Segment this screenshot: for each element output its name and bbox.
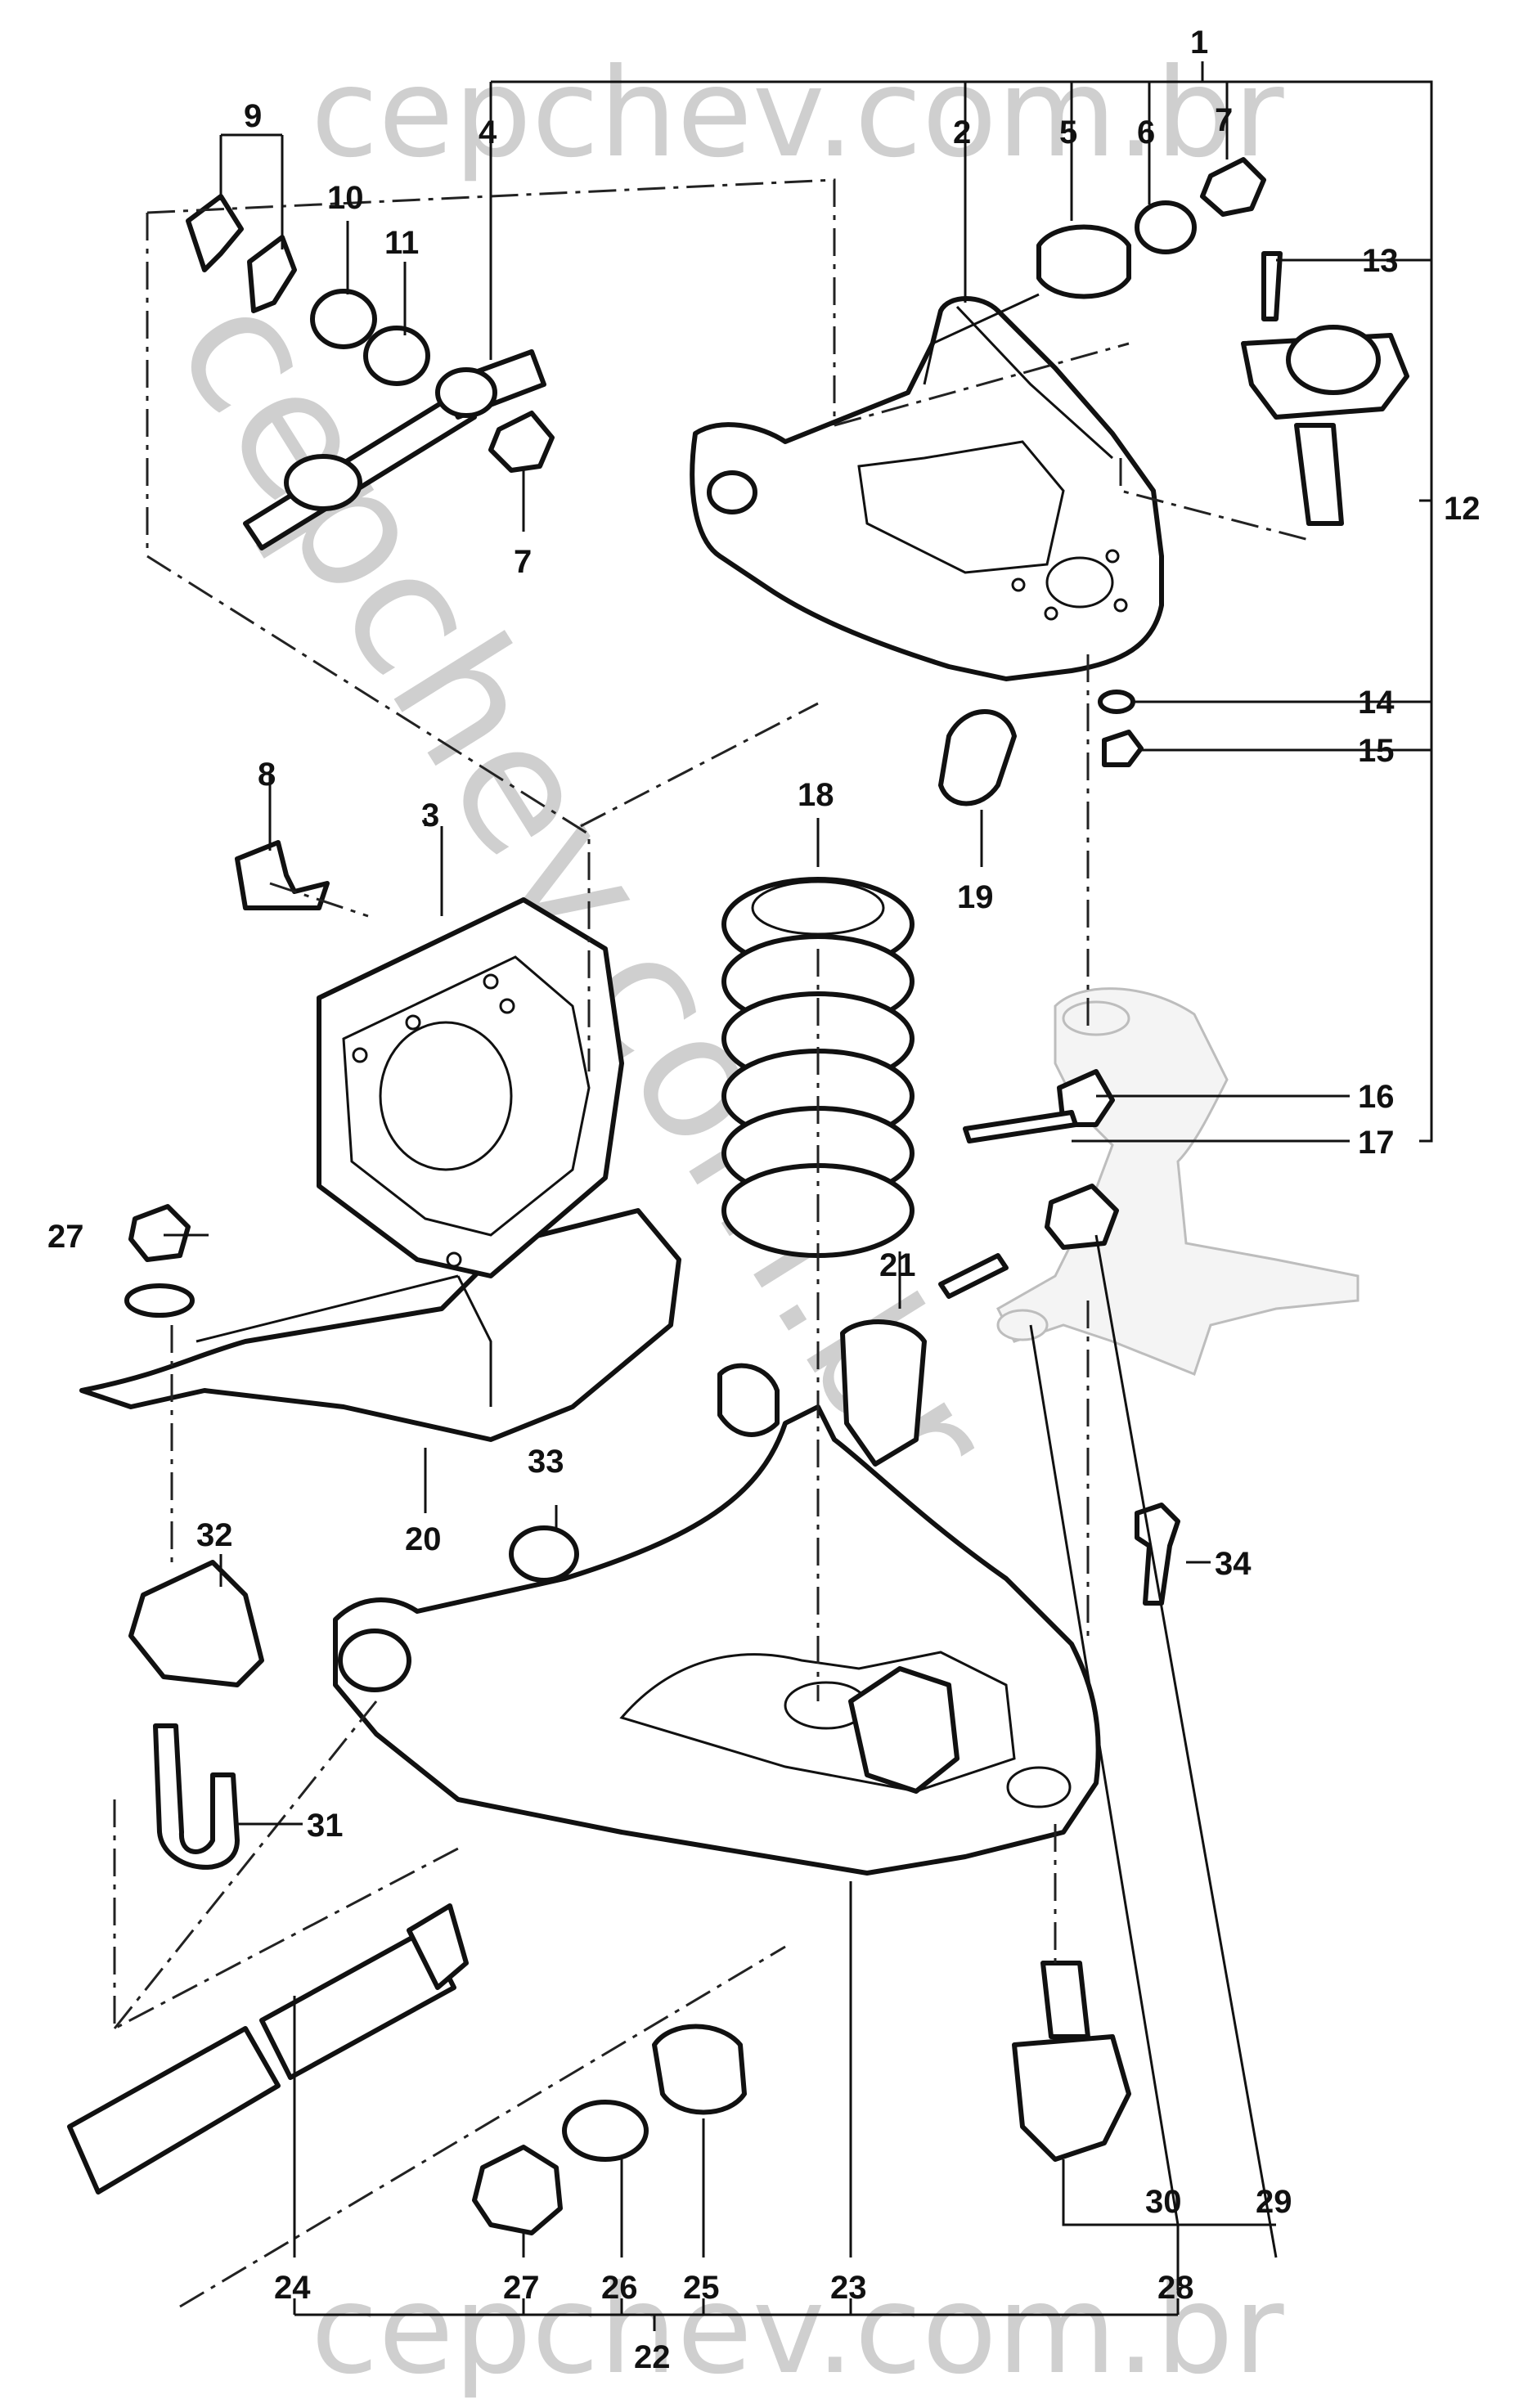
callout-7a: 7 [1215,102,1233,138]
callout-34: 34 [1215,1546,1252,1582]
callout-33: 33 [528,1444,564,1480]
frame-crossmember [79,1208,681,1442]
callout-14: 14 [1358,685,1395,721]
callout-21: 21 [879,1247,916,1283]
callout-26: 26 [601,2270,638,2306]
callout-2: 2 [953,115,971,150]
upper-control-arm [690,296,1164,681]
callout-20: 20 [405,1521,442,1557]
callout-12: 12 [1444,491,1481,527]
callout-7b: 7 [514,544,532,580]
callout-5: 5 [1059,115,1077,150]
callout-22: 22 [634,2339,671,2375]
callout-23: 23 [830,2270,867,2306]
callout-9: 9 [244,98,262,134]
callout-11: 11 [384,225,419,261]
watermark-bottom: cepchev.com.br [311,2259,1284,2401]
callout-17: 17 [1358,1125,1395,1161]
callout-16: 16 [1358,1079,1395,1115]
leader-lines [164,61,1433,2331]
callout-27a: 27 [503,2270,540,2306]
callout-4: 4 [479,115,497,150]
steering-knuckle-ghost [996,987,1359,1376]
lower-small-parts [124,1184,1180,1870]
lower-ball-joint [1012,1961,1131,2162]
callout-13: 13 [1362,243,1399,279]
callout-labels: 1 2 3 4 5 6 7 7 8 9 10 11 12 13 14 15 16… [47,25,1481,2375]
callout-28: 28 [1157,2270,1194,2306]
upper-ball-joint [1241,251,1409,526]
callout-31: 31 [307,1808,344,1844]
callout-30: 30 [1145,2184,1182,2220]
callout-18: 18 [798,777,834,813]
upper-shaft-assembly [186,157,1266,550]
callout-3: 3 [421,797,439,833]
callout-27b: 27 [47,1219,84,1255]
lower-control-arm [333,1319,1101,1876]
watermark-top: cepchev.com.br [311,43,1284,185]
callout-25: 25 [683,2270,720,2306]
callout-19: 19 [957,879,994,915]
callout-32: 32 [196,1517,233,1553]
callout-6: 6 [1137,115,1155,150]
callout-24: 24 [274,2270,311,2306]
callout-29: 29 [1256,2184,1292,2220]
assembly-centerlines [113,178,1310,2308]
upper-small-parts [938,690,1144,1143]
callout-8: 8 [258,757,276,793]
lower-shaft-assembly [67,1903,747,2235]
callout-1: 1 [1190,25,1208,61]
callout-15: 15 [1358,733,1395,769]
callout-10: 10 [327,180,364,216]
frame-spring-tower [235,840,624,1278]
